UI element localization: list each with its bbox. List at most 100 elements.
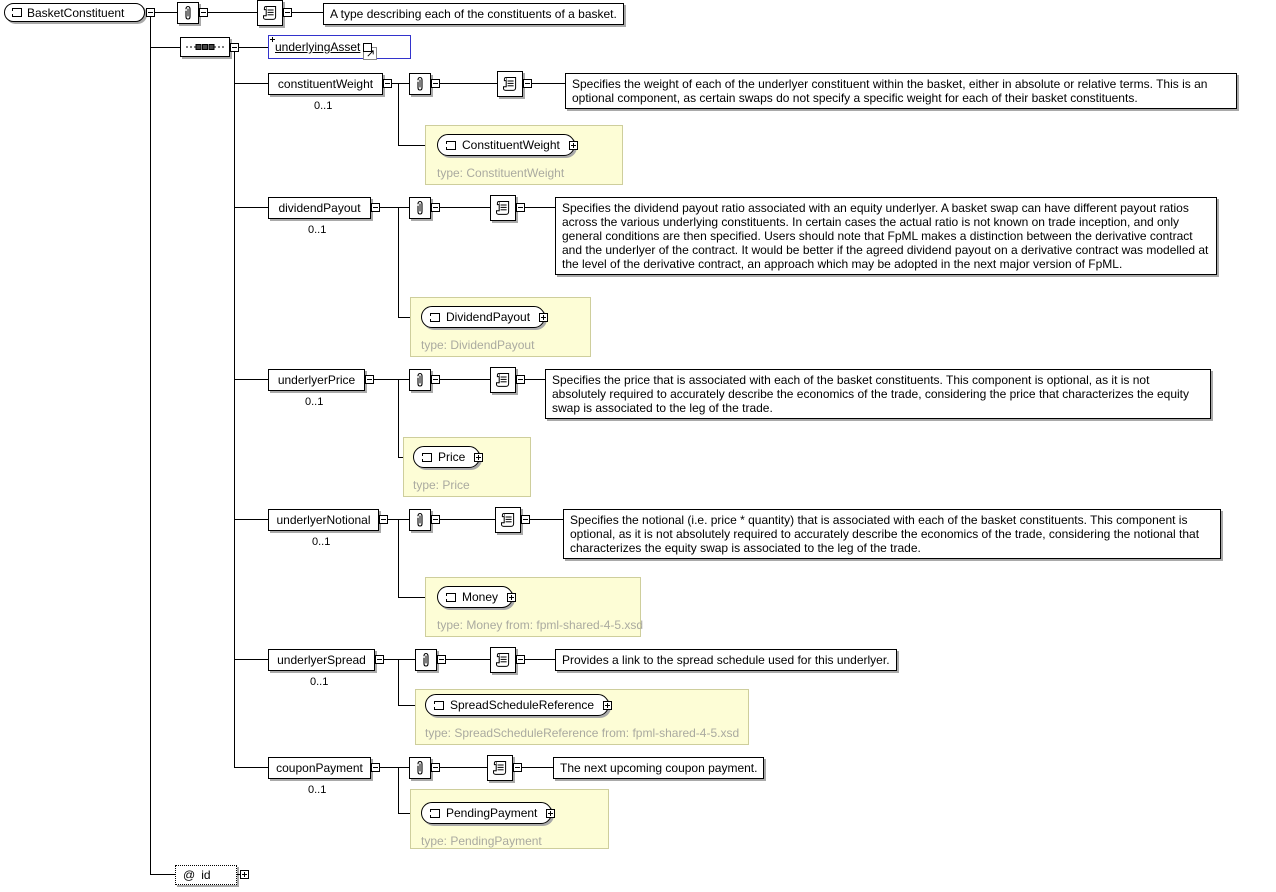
documentation-collapse-toggle[interactable] xyxy=(516,655,525,664)
type-label: type: SpreadScheduleReference from: fpml… xyxy=(425,726,740,740)
element-label: dividendPayout xyxy=(278,201,361,215)
expand-toggle[interactable] xyxy=(539,313,549,322)
documentation-collapse-toggle[interactable] xyxy=(516,375,525,384)
documentation-icon xyxy=(490,647,516,673)
connector xyxy=(522,767,553,768)
element-underlying-asset[interactable]: underlyingAsset xyxy=(268,35,411,60)
annotation-collapse-toggle[interactable] xyxy=(431,763,440,772)
collapse-toggle[interactable] xyxy=(365,375,374,384)
element-icon xyxy=(430,808,440,818)
scroll-icon xyxy=(491,759,509,777)
paperclip-icon xyxy=(414,200,426,216)
element-underlyer-spread[interactable]: underlyerSpread xyxy=(268,649,375,671)
root-collapse-toggle[interactable] xyxy=(146,8,155,17)
connector xyxy=(398,207,399,318)
child-type-price[interactable]: Price xyxy=(413,446,484,468)
connector xyxy=(150,874,175,875)
paperclip-icon xyxy=(414,760,426,776)
connector xyxy=(440,519,495,520)
expand-toggle[interactable] xyxy=(603,701,613,710)
attribute-id[interactable]: @ id xyxy=(175,865,237,885)
element-label: underlyerPrice xyxy=(277,373,356,387)
element-underlyer-notional[interactable]: underlyerNotional xyxy=(268,509,379,531)
documentation-collapse-toggle[interactable] xyxy=(513,763,522,772)
doc-text: The next upcoming coupon payment. xyxy=(553,757,765,779)
connector xyxy=(530,519,563,520)
expand-toggle[interactable] xyxy=(568,141,578,150)
type-label: type: Price xyxy=(413,478,470,492)
doc-text: Specifies the price that is associated w… xyxy=(545,369,1211,419)
connector xyxy=(440,767,487,768)
collapse-toggle[interactable] xyxy=(375,655,384,664)
connector xyxy=(234,83,268,84)
annotation-icon xyxy=(409,73,431,95)
connector xyxy=(392,83,409,84)
child-type-constituent-weight[interactable]: ConstituentWeight xyxy=(437,134,578,156)
documentation-icon xyxy=(257,0,283,26)
collapse-toggle[interactable] xyxy=(371,203,380,212)
connector xyxy=(380,767,409,768)
element-dividend-payout[interactable]: dividendPayout xyxy=(268,197,371,219)
element-underlyer-price[interactable]: underlyerPrice xyxy=(268,369,365,391)
annotation-collapse-toggle[interactable] xyxy=(199,8,208,17)
element-icon xyxy=(430,312,440,322)
element-icon xyxy=(446,592,456,602)
expand-toggle[interactable] xyxy=(546,809,556,818)
documentation-collapse-toggle[interactable] xyxy=(521,515,530,524)
connector xyxy=(398,83,399,146)
element-coupon-payment[interactable]: couponPayment xyxy=(268,757,371,779)
connector xyxy=(398,767,399,814)
child-type-pending-payment[interactable]: PendingPayment xyxy=(421,802,556,824)
connector xyxy=(440,207,490,208)
connector xyxy=(234,519,268,520)
scroll-icon xyxy=(494,651,512,669)
expand-toggle[interactable] xyxy=(474,453,484,462)
attribute-expand-toggle[interactable] xyxy=(240,870,249,879)
root-doc-text: A type describing each of the constituen… xyxy=(323,3,624,25)
child-type-dividend-payout[interactable]: DividendPayout xyxy=(421,306,549,328)
sequence-collapse-toggle[interactable] xyxy=(230,43,239,52)
collapse-toggle[interactable] xyxy=(371,763,380,772)
root-element-basket-constituent[interactable]: BasketConstituent xyxy=(4,3,145,22)
annotation-collapse-toggle[interactable] xyxy=(437,655,446,664)
child-type-money[interactable]: Money xyxy=(437,586,517,608)
expand-toggle[interactable] xyxy=(507,593,517,602)
connector xyxy=(398,659,399,706)
connector xyxy=(440,83,497,84)
connector xyxy=(398,597,437,598)
connector xyxy=(239,47,268,48)
paperclip-icon xyxy=(414,372,426,388)
child-type-label: Price xyxy=(438,450,466,464)
documentation-collapse-toggle[interactable] xyxy=(283,8,292,17)
connector xyxy=(532,83,565,84)
scroll-icon xyxy=(501,75,519,93)
annotation-collapse-toggle[interactable] xyxy=(431,375,440,384)
annotation-collapse-toggle[interactable] xyxy=(431,515,440,524)
child-type-label: SpreadScheduleReference xyxy=(450,698,595,712)
documentation-icon xyxy=(497,71,523,97)
connector xyxy=(384,659,415,660)
occurrence-label: 0..1 xyxy=(308,784,327,796)
paperclip-icon xyxy=(414,76,426,92)
connector xyxy=(446,659,490,660)
connector xyxy=(292,12,323,13)
element-constituent-weight[interactable]: constituentWeight xyxy=(268,73,383,95)
connector xyxy=(234,379,268,380)
documentation-icon xyxy=(487,755,513,781)
annotation-collapse-toggle[interactable] xyxy=(431,203,440,212)
collapse-toggle[interactable] xyxy=(379,515,388,524)
documentation-collapse-toggle[interactable] xyxy=(516,203,525,212)
child-type-spread-schedule-reference[interactable]: SpreadScheduleReference xyxy=(425,694,613,716)
connector xyxy=(525,659,555,660)
annotation-collapse-toggle[interactable] xyxy=(431,79,440,88)
element-label: underlyingAsset xyxy=(275,40,361,54)
connector xyxy=(380,207,409,208)
expand-toggle[interactable] xyxy=(363,42,373,52)
child-type-label: ConstituentWeight xyxy=(462,138,560,152)
documentation-collapse-toggle[interactable] xyxy=(523,79,532,88)
sequence-indicator[interactable] xyxy=(180,37,230,57)
connector xyxy=(398,145,437,146)
collapse-toggle[interactable] xyxy=(383,79,392,88)
documentation-icon xyxy=(495,507,521,533)
element-icon xyxy=(12,8,22,17)
